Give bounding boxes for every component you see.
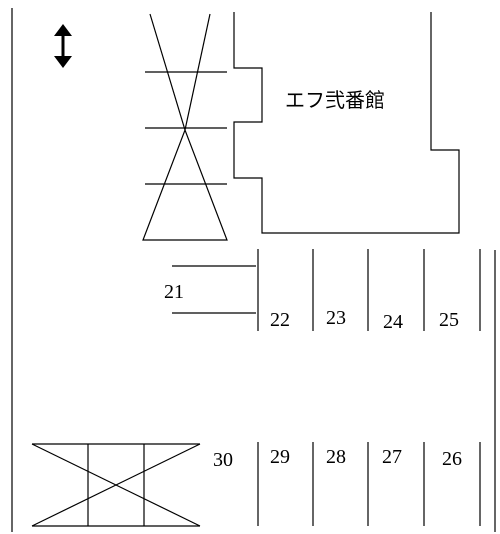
- building-outline: [233, 12, 460, 234]
- parking-space-21: 21: [164, 265, 256, 314]
- unavailable-area-upper: [142, 13, 228, 241]
- space-label-21: 21: [164, 281, 184, 303]
- space-label-24: 24: [383, 311, 403, 333]
- space-label-27: 27: [382, 446, 402, 468]
- space-label-23: 23: [326, 307, 346, 329]
- top-row-dividers: [257, 249, 481, 331]
- space-label-30: 30: [213, 449, 233, 471]
- building-name: エフ弐番館: [285, 88, 385, 112]
- space-label-28: 28: [326, 446, 346, 468]
- space-label-22: 22: [270, 309, 290, 331]
- unavailable-area-lower: [31, 443, 201, 527]
- bottom-row-dividers: [257, 442, 481, 526]
- space-label-25: 25: [439, 309, 459, 331]
- vertical-double-arrow-icon: [54, 24, 72, 68]
- space-label-29: 29: [270, 446, 290, 468]
- space-label-26: 26: [442, 448, 462, 470]
